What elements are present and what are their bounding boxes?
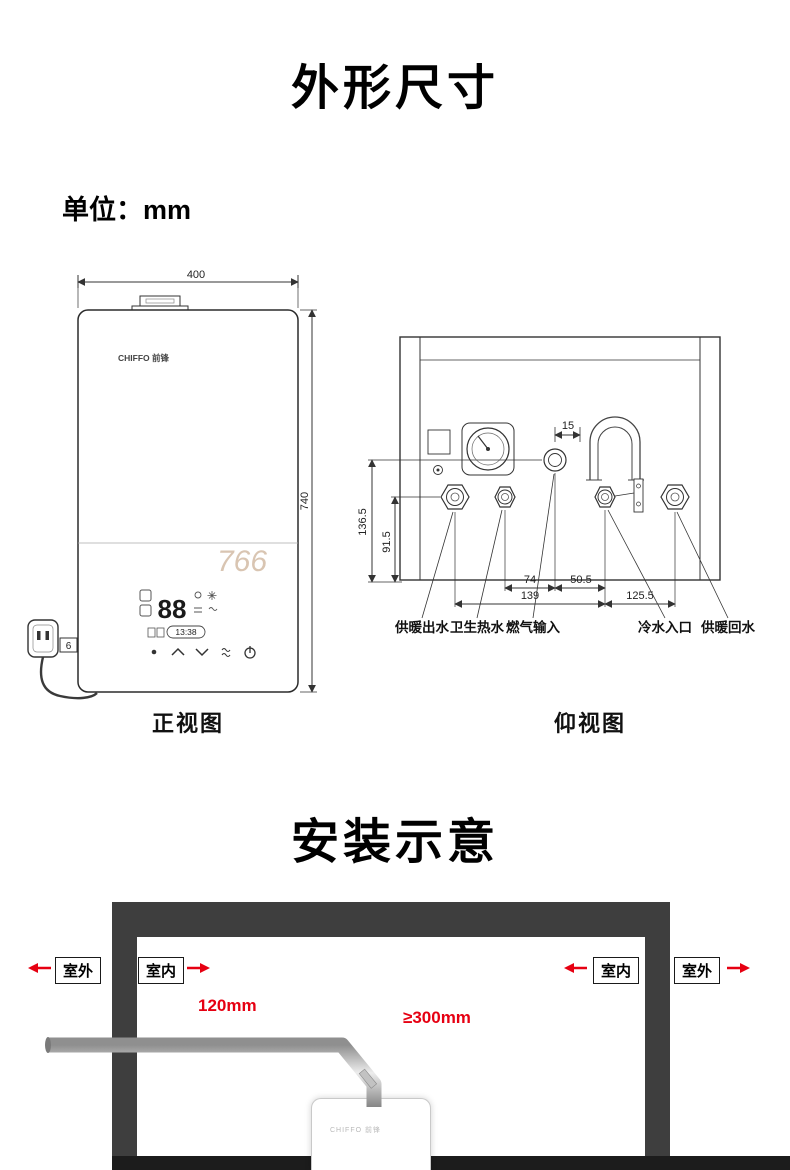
svg-text:136.5: 136.5 xyxy=(357,508,369,536)
port-label-heating-return: 供暖回水 xyxy=(700,619,755,635)
zone-label-indoor-left: 室内 xyxy=(138,957,185,984)
port-label-heating-outlet: 供暖出水 xyxy=(394,619,449,635)
arrow-right-icon xyxy=(187,963,210,973)
sun-icon xyxy=(194,591,202,599)
pressure-gauge xyxy=(461,422,515,476)
floor-bar xyxy=(112,1156,790,1170)
rating-sticker xyxy=(427,429,451,455)
left-wall xyxy=(112,902,137,1170)
arrow-right-icon xyxy=(727,963,750,973)
zone-label-indoor-right: 室内 xyxy=(593,957,640,984)
right-wall xyxy=(645,902,670,1170)
page-title-dimensions: 外形尺寸 xyxy=(290,62,499,115)
svg-text:74: 74 xyxy=(524,574,536,586)
temperature-digits: 88 xyxy=(158,594,187,624)
width-dimension: 400 xyxy=(77,269,299,308)
dim-400-label: 400 xyxy=(187,269,205,281)
pipe-end-cap xyxy=(45,1037,51,1053)
height-dimension: 740 xyxy=(299,309,317,693)
time-badge: 13:38 xyxy=(175,627,197,637)
port-label-gas-input: 燃气输入 xyxy=(506,619,560,635)
cold-water-port xyxy=(594,478,644,513)
bottom-dimensions: 74 50.5 139 125.5 xyxy=(454,473,676,608)
pipe-length-dim: 120mm xyxy=(198,996,257,1015)
flue-cap xyxy=(131,295,189,312)
ceiling-beam xyxy=(112,902,668,937)
dim-91-5: 91.5 xyxy=(381,496,440,583)
up-arrow-icon xyxy=(171,647,185,656)
snowflake-icon xyxy=(207,591,217,600)
svg-text:50.5: 50.5 xyxy=(570,574,591,586)
drain-screw xyxy=(433,465,443,475)
hot-water-icon xyxy=(221,647,231,658)
page-title-install: 安装示意 xyxy=(290,816,499,869)
min-clearance-dim: ≥300mm xyxy=(403,1008,471,1027)
svg-text:125.5: 125.5 xyxy=(626,590,654,602)
drain-screw xyxy=(436,468,440,472)
plug-callout-label: 6 xyxy=(66,641,72,652)
heater-brand-text: CHIFFO 前锋 xyxy=(330,1127,381,1134)
heating-bars-icon xyxy=(194,607,202,613)
bottom-view-diagram: 15 xyxy=(357,336,755,635)
brand-logo: CHIFFO 前锋 xyxy=(118,353,169,363)
zone-label-outdoor-left: 室外 xyxy=(55,957,102,984)
model-number: 766 xyxy=(217,545,267,578)
power-cord xyxy=(39,656,98,700)
heating-return-port xyxy=(660,484,690,510)
dim-15: 15 xyxy=(554,420,581,442)
front-view-caption: 正视图 xyxy=(151,711,224,736)
mode-dot-icon xyxy=(151,649,157,655)
zone-label-outdoor-right: 室外 xyxy=(674,957,721,984)
control-display: 88 13:38 xyxy=(139,589,218,639)
unit-label: 单位：mm xyxy=(62,195,192,225)
port-label-cold-water: 冷水入口 xyxy=(638,619,692,635)
flue-pipe-run xyxy=(48,1037,382,1107)
heating-outlet-port xyxy=(440,484,470,510)
bottom-view-caption: 仰视图 xyxy=(553,711,626,736)
arrow-left-icon xyxy=(28,963,51,973)
down-arrow-icon xyxy=(195,648,209,657)
svg-text:139: 139 xyxy=(521,590,539,602)
port-label-hot-water: 卫生热水 xyxy=(450,619,504,635)
installation-diagram: 室外 室内 室内 室外 120mm ≥300mm xyxy=(0,900,790,1170)
port-leader-lines xyxy=(421,473,729,619)
dim-136-5: 136.5 xyxy=(357,459,542,583)
front-view-diagram: 400 CHIFFO 前锋 766 88 13:38 xyxy=(27,269,317,700)
svg-text:15: 15 xyxy=(562,420,574,432)
hot-water-wave-icon xyxy=(208,607,218,611)
hot-water-port xyxy=(494,486,516,508)
mode-indicator-icon xyxy=(139,604,152,617)
status-cell-icon xyxy=(147,627,156,638)
gas-inlet-port xyxy=(543,448,567,472)
heater-body-outline xyxy=(77,309,299,693)
arrow-left-icon xyxy=(564,963,587,973)
mode-indicator-icon xyxy=(139,589,152,602)
svg-text:91.5: 91.5 xyxy=(381,531,393,552)
dim-740-label: 740 xyxy=(299,492,311,510)
pipe-collar xyxy=(358,1068,378,1089)
power-plug-drawing: 6 xyxy=(27,619,98,700)
time-badge-outline xyxy=(166,625,206,639)
status-cell-icon xyxy=(156,627,165,638)
flue-pipe xyxy=(45,1037,382,1107)
touch-button-row xyxy=(151,646,256,659)
